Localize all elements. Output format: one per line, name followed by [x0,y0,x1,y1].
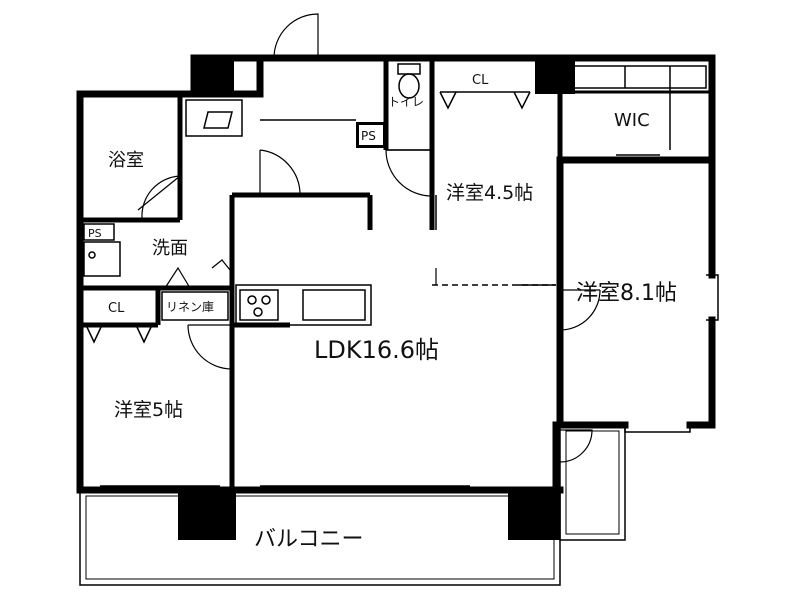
label-ps-left: PS [88,227,102,240]
label-cl-top: CL [472,73,489,88]
label-ps-top: PS [361,129,376,143]
label-washroom: 洗面 [152,238,188,259]
label-western-81: 洋室8.1帖 [576,281,677,306]
structural-columns [178,56,575,540]
label-western-45: 洋室4.5帖 [446,182,533,204]
label-western-5: 洋室5帖 [114,399,183,421]
ps-box-top [359,125,383,145]
label-bath: 浴室 [108,150,144,171]
label-wic: WIC [614,110,650,131]
label-toilet: トイレ [388,95,424,109]
label-cl-left: CL [108,301,125,316]
label-linen: リネン庫 [166,300,214,314]
label-ldk: LDK16.6帖 [314,336,439,364]
thin-lines [83,63,719,487]
door-swings [137,13,601,463]
label-balcony: バルコニー [254,527,364,552]
